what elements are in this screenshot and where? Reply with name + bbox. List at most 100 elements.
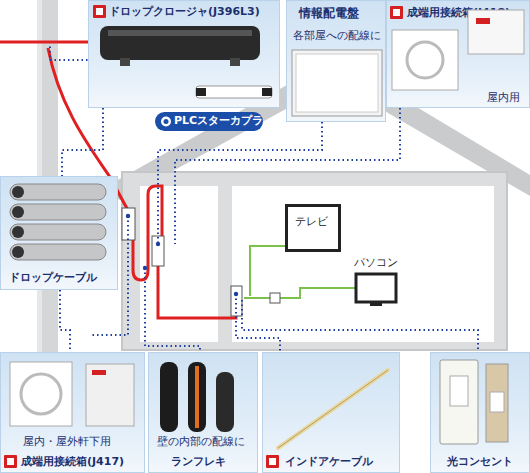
node-title: 屋内・屋外軒下用 — [23, 435, 111, 449]
lan-cable-green — [244, 246, 356, 298]
node-title: インドアケーブル — [285, 455, 373, 469]
leader-line-dotted — [62, 108, 103, 176]
pill-icon — [164, 119, 169, 124]
optical-fiber-red — [0, 41, 92, 44]
drop-cable-image — [12, 226, 24, 238]
drop-cable-image — [10, 184, 106, 200]
distribution-board-image — [292, 50, 382, 116]
plc-coupler-image — [196, 86, 272, 98]
callout-panel: 成端用接続箱(J418) 屋内用 — [386, 0, 530, 108]
drop-cable-image — [10, 204, 106, 220]
plc-coupler-image — [196, 88, 206, 96]
leader-line-dotted — [60, 290, 70, 352]
pdf-icon — [269, 458, 276, 465]
callout-panel: 光コンセント — [430, 352, 530, 473]
drop-closure-image — [120, 58, 130, 66]
j417-box-image — [86, 364, 134, 426]
j417-box-image — [92, 370, 106, 375]
indoor-cable-image — [278, 370, 388, 448]
pdf-icon — [390, 6, 403, 19]
drop-closure-image — [100, 26, 260, 60]
node-title: 光コンセント — [447, 455, 513, 469]
wall-device — [231, 286, 242, 316]
node-title: 壁の内部の配線に — [157, 435, 245, 449]
callout-panel: ドロップケーブル — [0, 176, 118, 290]
plc-coupler-image — [262, 88, 272, 96]
drop-closure-image — [108, 30, 252, 36]
tv-screen: テレビ — [285, 204, 341, 252]
lan-cable-green — [244, 297, 270, 299]
ranfleki-tube-image — [160, 362, 178, 432]
pdf-icon — [7, 458, 14, 465]
distribution-board-image — [292, 50, 382, 116]
pdf-icon — [266, 455, 279, 468]
optical-fiber-red — [158, 265, 236, 318]
pc-node: パソコン — [348, 256, 404, 306]
plc-coupler-image — [196, 86, 272, 98]
node-subtext: 屋内用 — [487, 91, 520, 105]
leader-line-dotted — [242, 300, 478, 352]
j417-box-image — [10, 362, 72, 426]
pc-monitor — [370, 302, 382, 306]
drop-closure-image — [100, 26, 260, 66]
termination-box-image — [392, 10, 524, 90]
callout-panel: インドアケーブル — [262, 352, 400, 473]
node-title: ドロップクロージャ(J396L3) — [109, 5, 260, 19]
pdf-icon — [93, 5, 106, 18]
optical-outlet-image — [440, 360, 508, 444]
pc-monitor — [356, 274, 396, 302]
drop-cable-image — [12, 206, 24, 218]
pdf-icon — [4, 455, 17, 468]
house-body — [232, 186, 494, 342]
optical-outlet-image — [486, 364, 508, 442]
ranfleki-tube-image — [216, 372, 234, 432]
lan-cable-green — [250, 246, 285, 296]
drop-cable-image — [10, 224, 106, 240]
callout-panel: ドロップクロージャ(J396L3) — [88, 0, 280, 108]
device-dot — [126, 214, 238, 296]
termination-box-image — [392, 30, 458, 90]
wall-device — [270, 293, 280, 303]
callout-panel: 情報配電盤各部屋への配線に — [286, 0, 386, 122]
drop-cable-image — [10, 244, 106, 260]
distribution-board-image — [296, 54, 378, 112]
termination-box-image — [468, 10, 524, 54]
optical-outlet-image — [490, 392, 504, 412]
label-pill: PLCスターカプラ — [155, 112, 263, 131]
callout-panel: 壁の内部の配線にランフレキ — [148, 352, 258, 473]
node-title: 成端用接続箱(J418) — [407, 6, 510, 20]
indoor-cable-image — [278, 370, 388, 448]
node-subtext: 成端用接続箱(J417) — [21, 455, 124, 469]
leader-line-dotted — [50, 44, 92, 60]
house-body — [122, 172, 507, 350]
drop-closure-image — [230, 58, 240, 66]
ranfleki-tube-image — [160, 362, 234, 432]
pc-monitor — [356, 274, 396, 306]
ranfleki-tube-image — [188, 362, 206, 432]
node-title: PLCスターカプラ — [174, 114, 263, 128]
drop-cable-image — [10, 184, 106, 260]
pill-icon — [161, 117, 171, 127]
node-title: ドロップケーブル — [9, 271, 97, 285]
j417-box-image — [21, 374, 61, 414]
node-subtext: ランフレキ — [171, 455, 226, 469]
optical-outlet-image — [440, 360, 478, 444]
wall-device — [152, 236, 164, 266]
node-title: 情報配電盤 — [299, 6, 359, 20]
drop-cable-image — [12, 186, 24, 198]
lan-cable-green — [280, 288, 356, 298]
optical-outlet-image — [450, 376, 468, 406]
termination-box-image — [476, 18, 490, 24]
house-body — [122, 172, 507, 350]
drop-cable-image — [12, 246, 24, 258]
termination-box-image — [407, 42, 443, 78]
pdf-icon — [4, 5, 403, 468]
node-title: テレビ — [295, 215, 328, 229]
j417-box-image — [10, 362, 134, 426]
pdf-icon — [96, 8, 103, 15]
node-subtext: 各部屋への配線に — [293, 29, 381, 43]
node-title: パソコン — [354, 256, 398, 270]
pill-icon — [161, 117, 171, 127]
